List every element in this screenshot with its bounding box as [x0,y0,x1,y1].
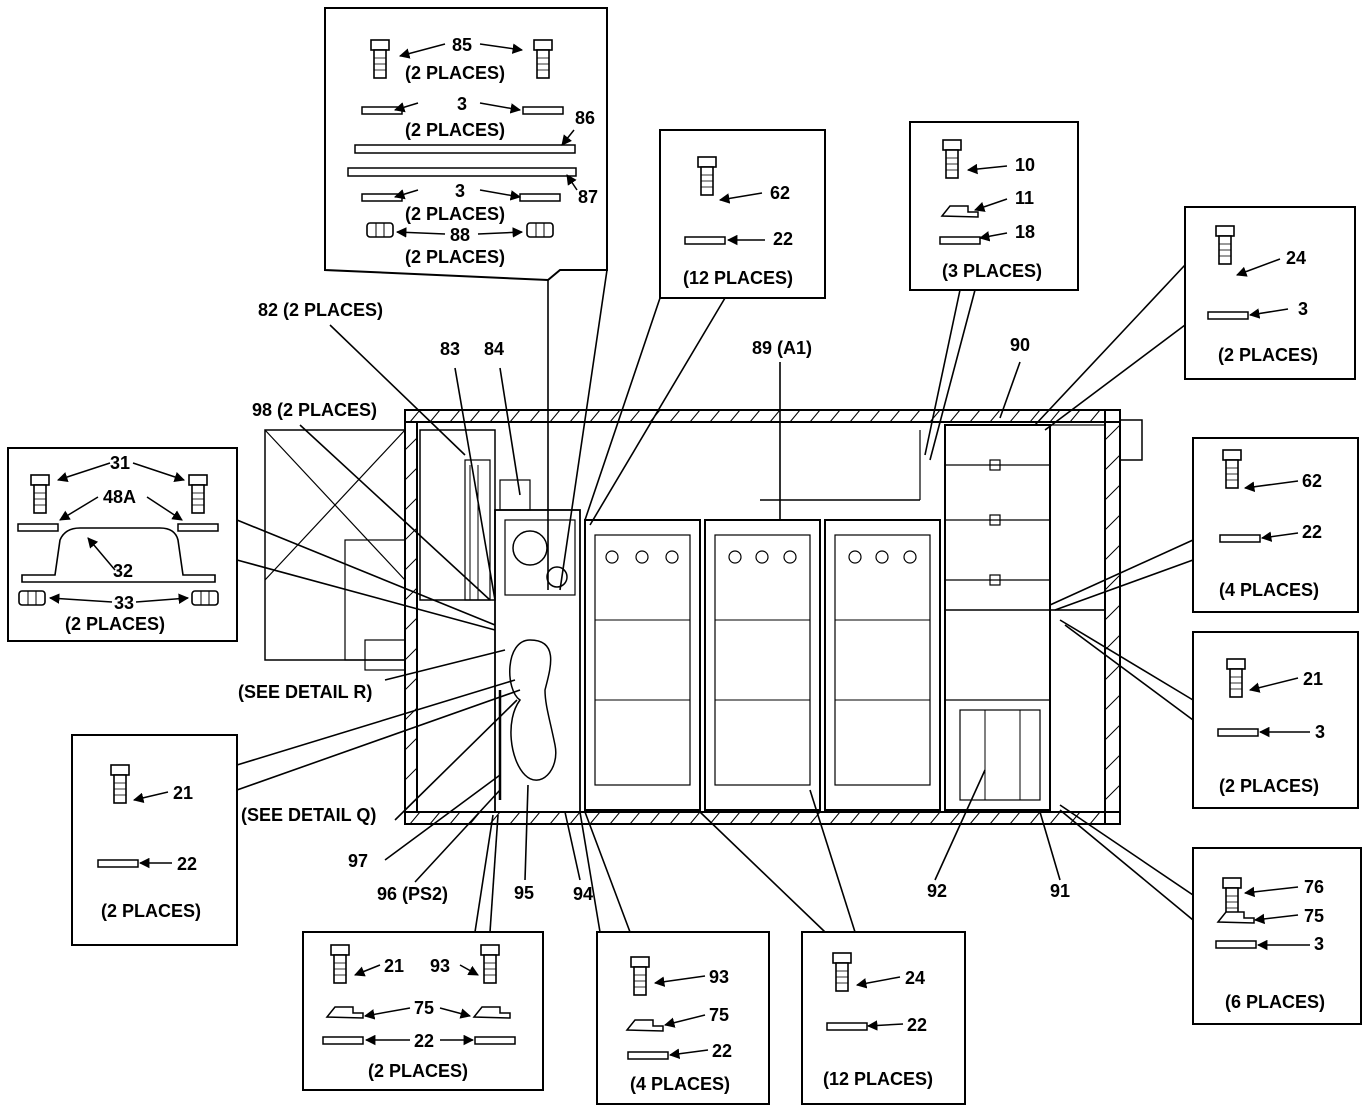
callout-94: 94 [573,884,594,904]
callout-3-places: (3 PLACES) [942,261,1043,281]
callout-88-places: (2 PLACES) [405,247,506,267]
callout-87: 87 [578,187,599,207]
callout-62-b: 62 [1302,471,1323,491]
callout-22-b: 22 [1302,522,1323,542]
callout-3-c: 3 [1298,299,1309,319]
callout-93-a: 93 [430,956,451,976]
hardware-glyphs [17,39,1310,1060]
callout-11: 11 [1015,188,1035,208]
callout-3-lower: 3 [455,181,466,201]
callout-3-upper: 3 [457,94,468,114]
callout-32: 32 [113,561,134,581]
callout-48a: 48A [103,487,137,507]
cabinet-assembly [264,409,1143,825]
callout-89: 89 (A1) [752,338,813,358]
callout-98: 98 (2 PLACES) [252,400,378,420]
callout-33: 33 [114,593,135,613]
callout-90: 90 [1010,335,1031,355]
callout-4-places-a: (4 PLACES) [1219,580,1320,600]
callout-22-d: 22 [414,1031,435,1051]
callout-3-d: 3 [1315,722,1326,742]
callout-93-b: 93 [709,967,730,987]
callout-62-a: 62 [770,183,791,203]
callout-75-b: 75 [414,998,435,1018]
callout-22-f: 22 [907,1015,928,1035]
callout-76: 76 [1304,877,1325,897]
callout-21-c: 21 [384,956,405,976]
callout-75-c: 75 [709,1005,730,1025]
callout-85: 85 [452,35,473,55]
callout-3-e: 3 [1314,934,1325,954]
callout-83: 83 [440,339,461,359]
callout-88: 88 [450,225,471,245]
callout-22-a: 22 [773,229,794,249]
callout-10: 10 [1015,155,1036,175]
callout-91: 91 [1050,881,1071,901]
callout-12-places-a: (12 PLACES) [683,268,794,288]
callout-4-places-b: (4 PLACES) [630,1074,731,1094]
callout-3-lower-places: (2 PLACES) [405,204,506,224]
see-detail-q: (SEE DETAIL Q) [241,805,377,825]
leader-lines [236,264,1194,933]
callout-33-places: (2 PLACES) [65,614,166,634]
callout-97: 97 [348,851,369,871]
callout-2-places-a: (2 PLACES) [1218,345,1319,365]
callout-box-outlines [7,7,1362,1105]
callout-6-places: (6 PLACES) [1225,992,1326,1012]
see-detail-r: (SEE DETAIL R) [238,682,373,702]
callout-86: 86 [575,108,596,128]
callout-84: 84 [484,339,505,359]
callout-31: 31 [110,453,131,473]
callout-22-e: 22 [712,1041,733,1061]
callout-2-places-d: (2 PLACES) [368,1061,469,1081]
callout-24-a: 24 [1286,248,1307,268]
callout-75-a: 75 [1304,906,1325,926]
callout-82: 82 (2 PLACES) [258,300,384,320]
callout-18: 18 [1015,222,1036,242]
callout-95: 95 [514,883,535,903]
callout-96: 96 (PS2) [377,884,449,904]
callout-21-a: 21 [173,783,194,803]
callout-12-places-b: (12 PLACES) [823,1069,934,1089]
callout-85-places: (2 PLACES) [405,63,506,83]
callout-21-b: 21 [1303,669,1324,689]
callout-92: 92 [927,881,948,901]
callout-22-c: 22 [177,854,198,874]
callout-24-b: 24 [905,968,926,988]
callout-2-places-c: (2 PLACES) [1219,776,1320,796]
callout-2-places-b: (2 PLACES) [101,901,202,921]
callout-3-upper-places: (2 PLACES) [405,120,506,140]
